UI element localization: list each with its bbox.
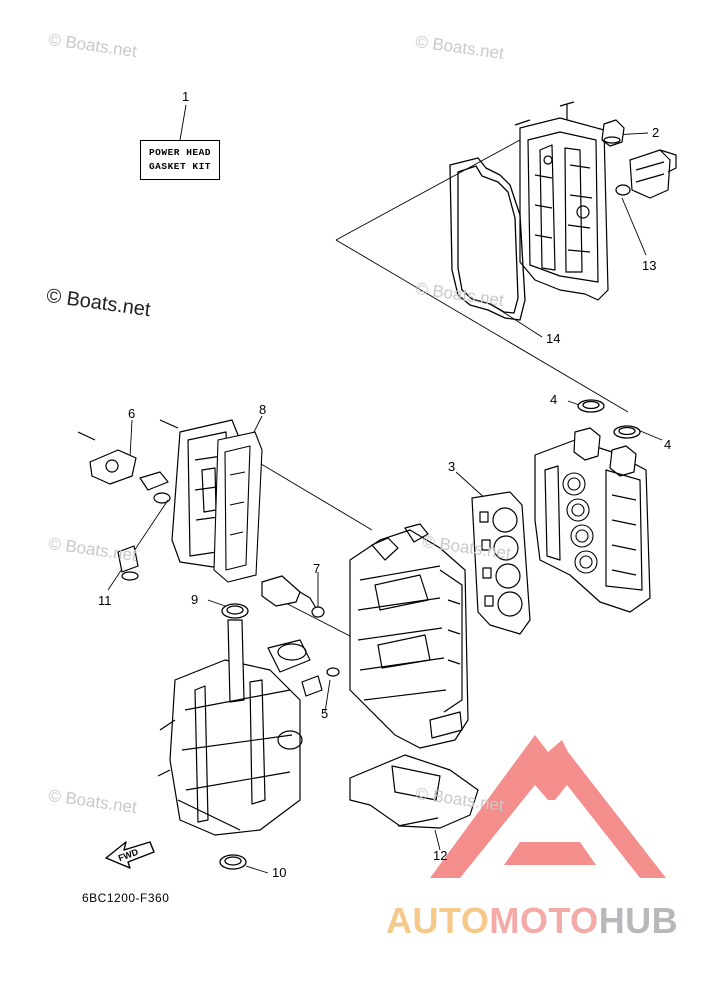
crankcase bbox=[157, 619, 311, 836]
gasket-12 bbox=[349, 754, 479, 829]
cylinder-block bbox=[349, 523, 469, 749]
brand-part-auto: AUTO bbox=[386, 900, 490, 941]
seal-10 bbox=[219, 854, 247, 870]
fwd-arrow-icon bbox=[105, 841, 155, 869]
oil-seals bbox=[577, 399, 641, 439]
cap-and-sensor bbox=[601, 119, 677, 199]
callout-1[interactable]: 1 bbox=[182, 89, 190, 104]
head-gasket bbox=[471, 491, 531, 635]
callout-4b[interactable]: 4 bbox=[664, 437, 672, 452]
callout-14[interactable]: 14 bbox=[546, 331, 561, 346]
callout-12[interactable]: 12 bbox=[433, 848, 448, 863]
callout-2[interactable]: 2 bbox=[652, 125, 660, 140]
callout-4a[interactable]: 4 bbox=[550, 392, 558, 407]
kit-label-line2: GASKET KIT bbox=[148, 161, 211, 172]
sensors bbox=[261, 575, 340, 697]
callout-7[interactable]: 7 bbox=[313, 561, 321, 576]
seal-9 bbox=[221, 603, 249, 619]
callout-9[interactable]: 9 bbox=[191, 592, 199, 607]
cylinder-head bbox=[534, 427, 651, 613]
callout-13[interactable]: 13 bbox=[642, 258, 657, 273]
brand-wordmark: AUTOMOTOHUB bbox=[386, 900, 678, 942]
cylinder-head-cover bbox=[514, 101, 609, 301]
callout-11[interactable]: 11 bbox=[98, 593, 112, 608]
gasket-kit-label: POWER HEAD GASKET KIT bbox=[140, 140, 220, 180]
exhaust-gasket bbox=[213, 431, 263, 583]
brand-logo-icon bbox=[430, 735, 666, 878]
callout-8[interactable]: 8 bbox=[259, 402, 267, 417]
callout-5[interactable]: 5 bbox=[321, 706, 329, 721]
diagram-code: 6BC1200-F360 bbox=[82, 891, 170, 905]
callout-6[interactable]: 6 bbox=[128, 406, 136, 421]
brand-part-moto: MOTO bbox=[489, 900, 599, 941]
callout-10[interactable]: 10 bbox=[272, 865, 287, 880]
brand-part-hub: HUB bbox=[598, 900, 679, 941]
kit-label-line1: POWER HEAD bbox=[148, 147, 211, 158]
head-cover-gasket bbox=[449, 157, 526, 321]
thermostat-cover bbox=[77, 419, 179, 581]
callout-3[interactable]: 3 bbox=[448, 459, 456, 474]
